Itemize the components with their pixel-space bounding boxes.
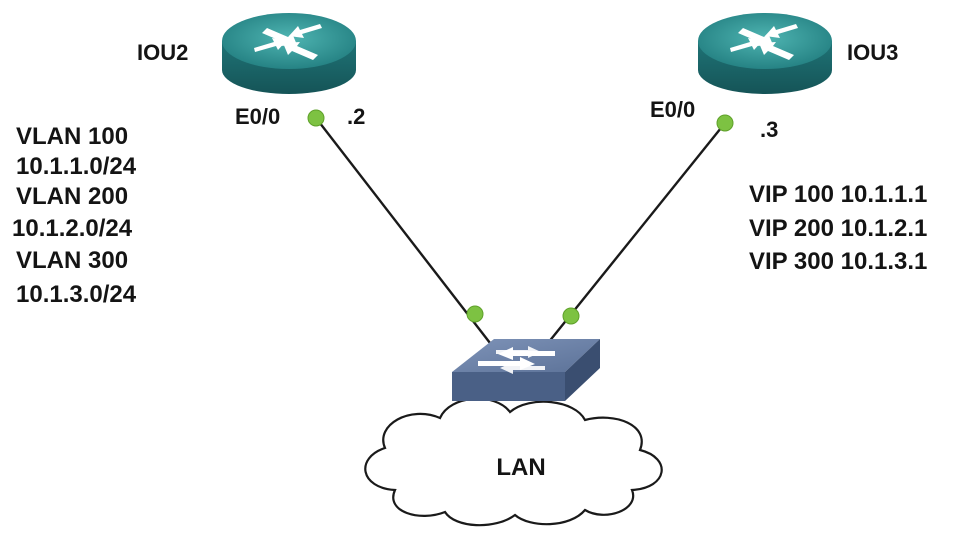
vlan-subnet: 10.1.1.0/24 xyxy=(16,153,137,180)
iou2-interface-label: E0/0 xyxy=(235,104,280,129)
router-iou3 xyxy=(698,13,832,94)
vlan-subnet: 10.1.2.0/24 xyxy=(12,215,133,242)
port-switch-right xyxy=(562,307,580,325)
cloud-label: LAN xyxy=(496,454,545,481)
vlan-list: VLAN 100 10.1.1.0/24 VLAN 200 10.1.2.0/2… xyxy=(12,123,137,308)
vlan-label: VLAN 100 xyxy=(16,123,128,150)
vip-list: VIP 100 10.1.1.1 VIP 200 10.1.2.1 VIP 30… xyxy=(749,181,927,275)
switch-side xyxy=(565,339,600,401)
link-iou3-switch xyxy=(547,122,726,344)
router-arrows-icon xyxy=(730,24,798,60)
switch-front xyxy=(452,372,565,401)
router-iou2 xyxy=(222,13,356,94)
port-switch-left xyxy=(466,305,484,323)
port-iou2-e0-0 xyxy=(307,109,325,127)
vip-entry: VIP 200 10.1.2.1 xyxy=(749,215,927,242)
vip-entry: VIP 300 10.1.3.1 xyxy=(749,248,927,275)
router-iou2-name: IOU2 xyxy=(137,40,188,65)
vlan-subnet: 10.1.3.0/24 xyxy=(16,281,137,308)
vlan-label: VLAN 200 xyxy=(16,183,128,210)
switch-arrows-icon xyxy=(478,346,555,374)
vip-entry: VIP 100 10.1.1.1 xyxy=(749,181,927,208)
vlan-label: VLAN 300 xyxy=(16,247,128,274)
port-iou3-e0-0 xyxy=(716,114,734,132)
switch xyxy=(452,339,600,401)
iou3-interface-label: E0/0 xyxy=(650,97,695,122)
link-iou2-switch xyxy=(315,117,491,344)
router-iou3-name: IOU3 xyxy=(847,40,898,65)
router-arrows-icon xyxy=(254,24,322,60)
iou2-host-label: .2 xyxy=(347,104,365,129)
cloud-icon xyxy=(364,397,663,527)
lan-cloud: LAN xyxy=(364,397,663,527)
iou3-host-label: .3 xyxy=(760,117,778,142)
